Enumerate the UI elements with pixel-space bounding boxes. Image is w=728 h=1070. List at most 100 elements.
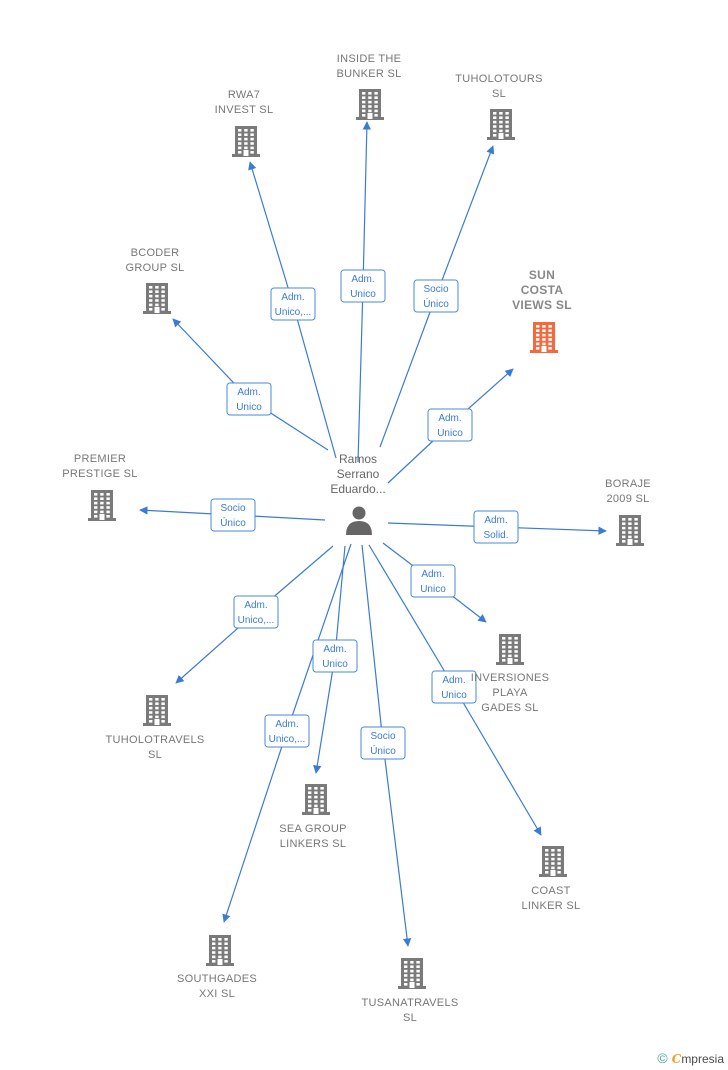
node-label: TUHOLOTOURS [455,73,542,85]
brand-name: mpresia [681,1052,724,1066]
edge-label-text: Adm. [351,274,374,285]
edge-label-text: Adm. [323,644,346,655]
edge-label-text: Adm. [484,515,507,526]
edge-label-text: Adm. [281,292,304,303]
node-label: INSIDE THE [337,53,402,65]
node-label: PREMIER [74,453,126,465]
edge-label-text: Adm. [438,413,461,424]
edge-label-text: Unico [441,690,467,701]
edge-label-box [431,670,477,704]
edge-label-text: Socio [220,503,245,514]
edge-label-text: Unico [420,584,446,595]
node-label: SL [403,1012,417,1024]
edge-label-bcoder-group[interactable]: Adm. Unico [226,382,272,416]
edge-label-text: Adm. [237,387,260,398]
edge-label-text: Único [370,744,396,757]
node-label: SEA GROUP [279,823,347,835]
node-label: 2009 SL [606,493,649,505]
edge-label-box [413,279,459,313]
node-label: BUNKER SL [336,68,401,80]
edge-label-text: Unico [437,428,463,439]
edge-label-coast-linker[interactable]: Adm. Unico [431,670,477,704]
node-tuholotours[interactable]: TUHOLOTOURS SL [455,73,542,140]
node-label: RWA7 [228,89,260,101]
brand-initial: C [671,1052,682,1066]
building-icon [232,126,260,157]
building-icon [143,695,171,726]
edge-label-text: Adm. [244,600,267,611]
edge-label-southgades-xxi[interactable]: Adm.Unico,... [264,714,310,748]
edge-labels-layer: Adm.UnicoAdm.Unico,...SocioÚnicoAdm.Unic… [210,269,519,760]
node-label: XXI SL [199,988,235,1000]
edge-label-text: Socio [370,731,395,742]
copyright-icon: © [657,1050,668,1066]
building-icon [539,846,567,877]
building-icon [616,515,644,546]
person-label: Serrano [337,467,380,481]
center-person[interactable]: RamosSerranoEduardo... [330,452,386,535]
edge-label-text: Único [220,516,246,529]
node-premier-prestige[interactable]: PREMIER PRESTIGE SL [62,453,137,521]
person-label: Ramos [339,452,377,466]
node-label: GROUP SL [125,262,184,274]
edge-label-text: Unico,... [238,615,275,626]
edge-label-text: Unico,... [269,734,306,745]
edge-label-text: Único [423,297,449,310]
node-tuholotravels[interactable]: TUHOLOTRAVELS SL [105,695,204,761]
edge-label-tuholotravels[interactable]: Adm. Unico,... [233,595,279,629]
edge-label-text: Unico [236,402,262,413]
edge-label-sea-group-linkers[interactable]: Adm. Unico [312,639,358,673]
node-label: SL [492,88,506,100]
node-label: PRESTIGE SL [62,468,137,480]
node-label: COSTA [521,283,564,297]
edge-label-rwa7-invest[interactable]: Adm. Unico,... [270,287,316,321]
node-label: VIEWS SL [512,298,572,312]
node-sea-group-linkers[interactable]: SEA GROUP LINKERS SL [279,784,347,850]
node-southgades-xxi[interactable]: SOUTHGADES XXI SL [177,935,257,1000]
edge-label-box [473,510,519,544]
person-icon [346,506,372,535]
person-label: Eduardo... [330,482,385,496]
node-label: LINKERS SL [280,838,347,850]
edge-label-box [360,726,406,760]
node-label: SOUTHGADES [177,973,257,985]
edge-label-text: Adm. [442,675,465,686]
building-icon [356,89,384,120]
node-label: INVEST SL [215,104,274,116]
edge-label-inversiones-playa[interactable]: Adm.Unico [410,564,456,598]
edge-label-box [410,564,456,598]
edge-label-boraje-2009[interactable]: Adm.Solid. [473,510,519,544]
edge-label-sun-costa-views[interactable]: Adm. Unico [427,408,473,442]
node-inside-the-bunker[interactable]: INSIDE THE BUNKER SL [336,53,401,120]
node-label: PLAYA [492,687,528,699]
node-label: BORAJE [605,478,651,490]
node-label: BCODER [131,247,180,259]
node-label: SL [148,749,162,761]
building-icon [206,935,234,966]
edge-label-box [210,498,256,532]
edge-label-box [233,595,279,629]
building-icon [496,634,524,665]
brand-logo: ©Cmpresia [657,1050,724,1066]
node-label: TUHOLOTRAVELS [105,734,204,746]
edge-label-box [270,287,316,321]
node-bcoder-group[interactable]: BCODER GROUP SL [125,247,184,314]
node-boraje-2009[interactable]: BORAJE 2009 SL [605,478,651,546]
edge-label-inside-the-bunker[interactable]: Adm.Unico [340,269,386,303]
edge-label-box [264,714,310,748]
edge-label-text: Unico [322,659,348,670]
building-icon [302,784,330,815]
building-icon [143,283,171,314]
edge-label-text: Unico,... [275,307,312,318]
node-label: INVERSIONES [471,672,550,684]
